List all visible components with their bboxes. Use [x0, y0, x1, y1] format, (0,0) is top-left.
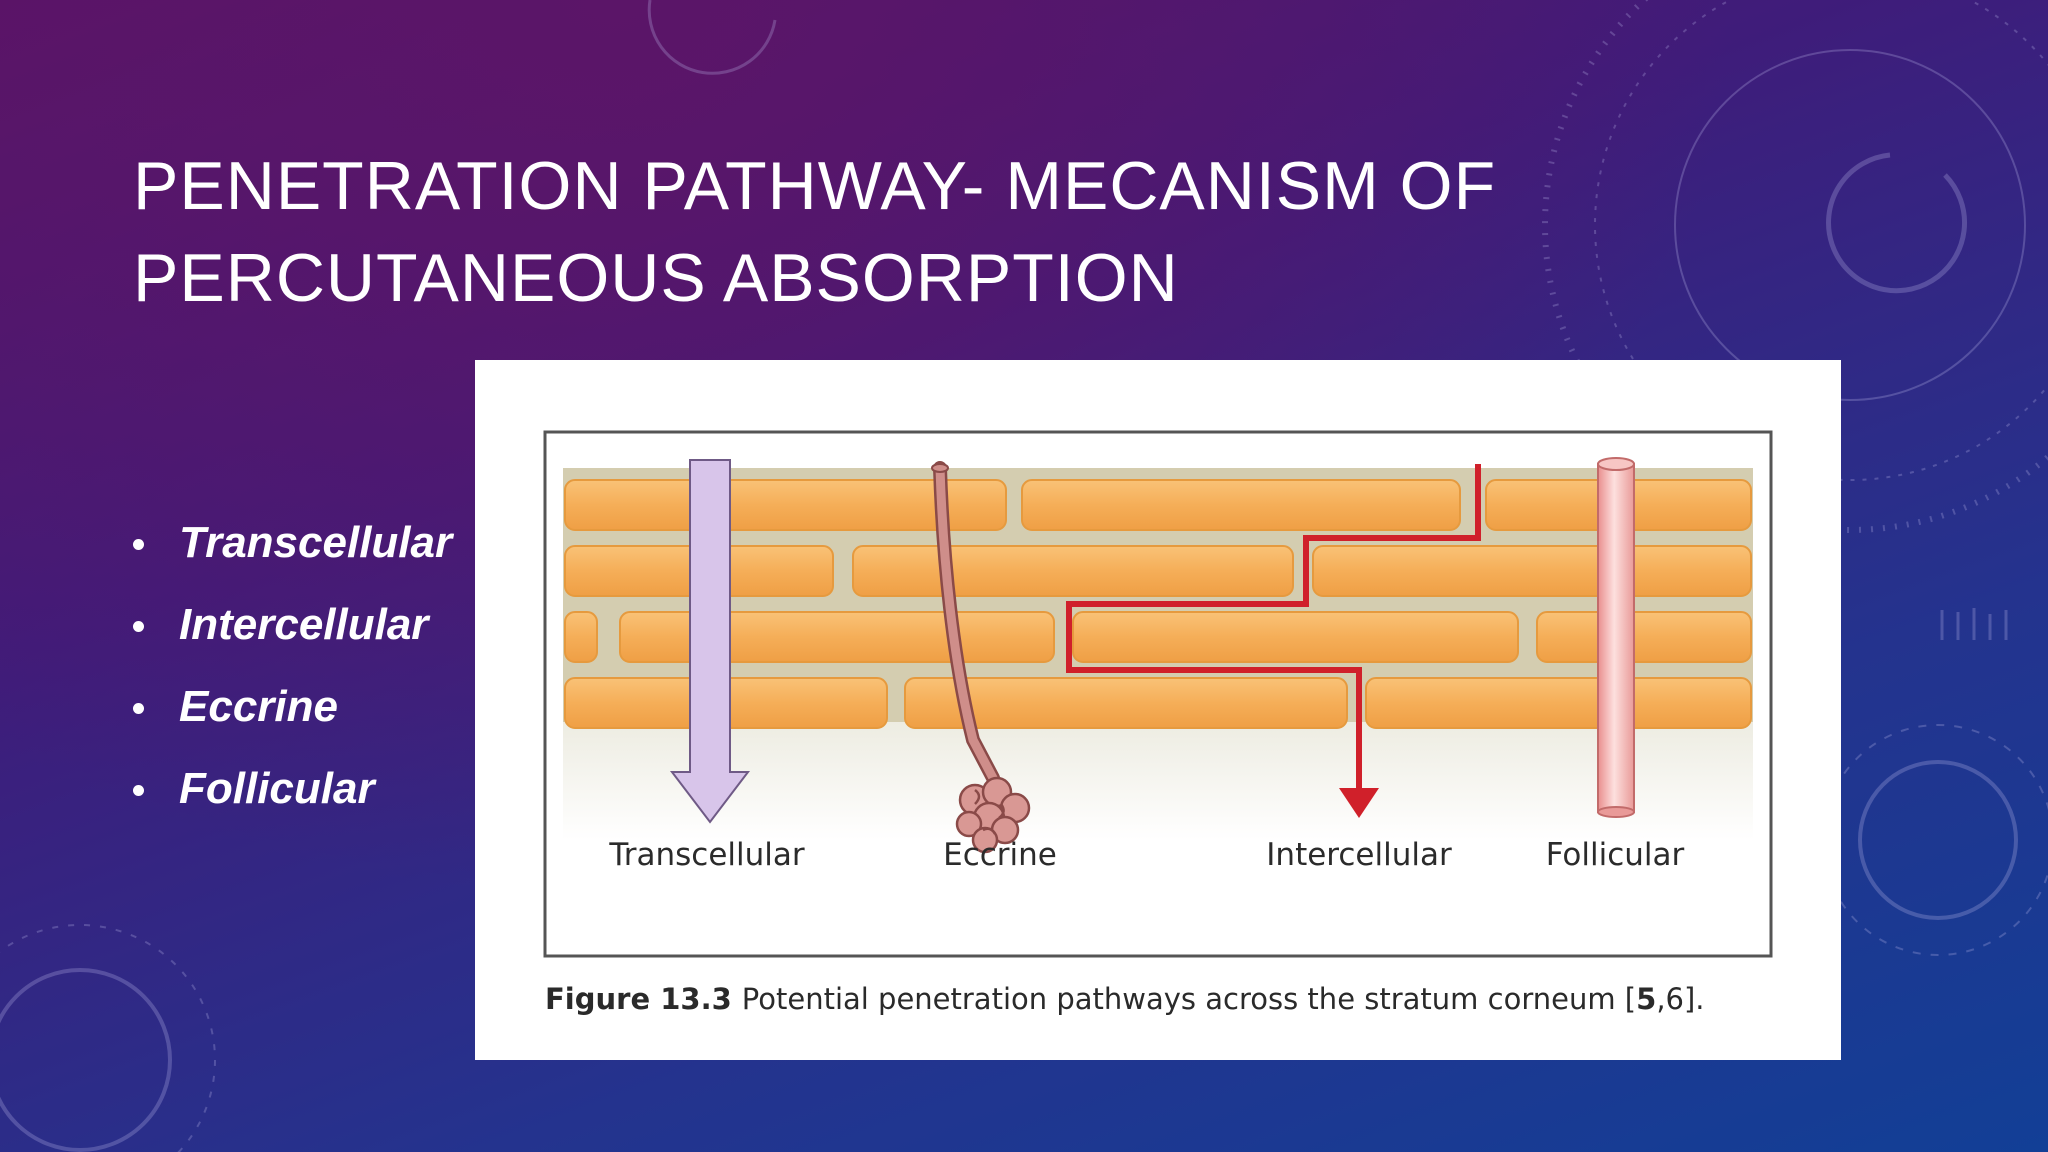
- corneocyte: [1365, 677, 1752, 729]
- figure-caption-text: Potential penetration pathways across th…: [741, 982, 1637, 1016]
- corneocyte: [564, 479, 1007, 531]
- bullet-dot-icon: [133, 785, 144, 796]
- bullet-dot-icon: [133, 703, 144, 714]
- corneocyte: [1536, 611, 1752, 663]
- slide-title: PENETRATION PATHWAY- MECANISM OF PERCUTA…: [133, 140, 1533, 324]
- label-intercellular: Intercellular: [1266, 837, 1452, 873]
- intercellular-arrowhead: [1339, 788, 1379, 818]
- slide-title-line-2: PERCUTANEOUS ABSORPTION: [133, 240, 1179, 316]
- bullet-list: Transcellular Intercellular Eccrine Foll…: [133, 508, 452, 836]
- figure-panel: Transcellular Eccrine Intercellular Foll…: [475, 360, 1841, 1060]
- eccrine-duct-opening: [931, 463, 949, 473]
- label-follicular: Follicular: [1546, 837, 1685, 873]
- stratum-corneum-diagram: Transcellular Eccrine Intercellular Foll…: [543, 430, 1773, 958]
- figure-caption: Figure 13.3 Potential penetration pathway…: [545, 982, 1705, 1016]
- corneocyte: [904, 677, 1348, 729]
- label-transcellular: Transcellular: [608, 837, 805, 873]
- intercellular-path: [1066, 464, 1481, 790]
- eccrine-duct-inner: [935, 463, 998, 783]
- bullet-item: Intercellular: [133, 590, 452, 672]
- corneocyte: [1072, 611, 1519, 663]
- corneocyte: [852, 545, 1294, 597]
- figure-caption-ref-bold: 5: [1636, 982, 1657, 1016]
- corneocyte: [1312, 545, 1752, 597]
- bullet-text: Intercellular: [179, 600, 429, 649]
- bullet-item: Eccrine: [133, 672, 452, 754]
- slide-title-line-1: PENETRATION PATHWAY- MECANISM OF: [133, 148, 1497, 224]
- corneocyte-layer: [564, 479, 1752, 729]
- bullet-text: Transcellular: [179, 518, 453, 567]
- follicle-shaft: [1597, 463, 1635, 813]
- eccrine-gland-coil: [955, 776, 1031, 854]
- bullet-text: Follicular: [179, 764, 375, 813]
- bullet-item: Follicular: [133, 754, 452, 836]
- corneocyte: [1021, 479, 1461, 531]
- bullet-dot-icon: [133, 539, 144, 550]
- label-eccrine: Eccrine: [943, 837, 1057, 873]
- corneocyte: [564, 611, 598, 663]
- figure-caption-label: Figure 13.3: [545, 982, 732, 1016]
- corneocyte: [619, 611, 1055, 663]
- bullet-item: Transcellular: [133, 508, 452, 590]
- transcellular-arrow: [669, 459, 751, 824]
- figure-caption-ref-rest: ,6].: [1656, 982, 1705, 1016]
- follicle-bottom: [1597, 806, 1635, 818]
- follicle-top: [1597, 457, 1635, 471]
- bullet-dot-icon: [133, 621, 144, 632]
- bullet-text: Eccrine: [179, 682, 338, 731]
